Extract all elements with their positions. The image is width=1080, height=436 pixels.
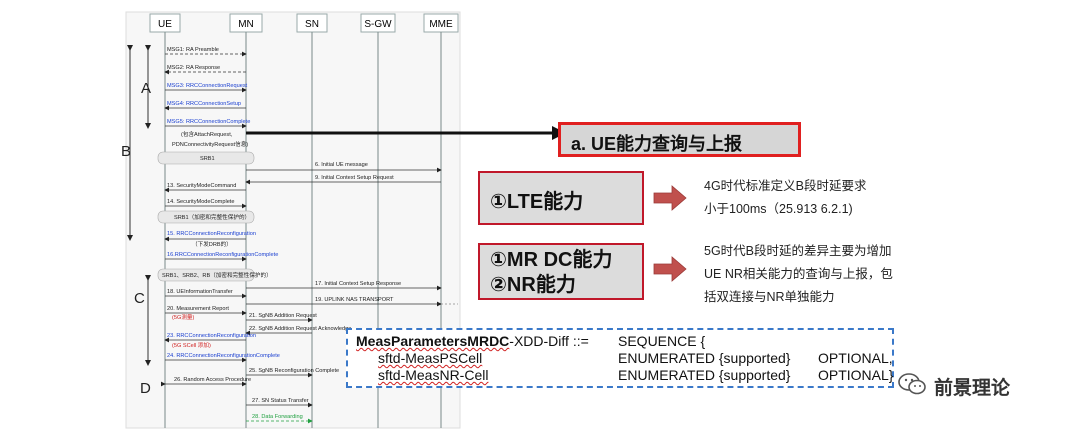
entity-mn: MN [238,19,254,30]
msg5-sub2: PDNConnectivityRequest信息) [172,140,248,148]
code-line-2-type: ENUMERATED {supported} [618,350,791,366]
msg19-label: 19. UPLINK NAS TRANSPORT [315,297,394,303]
msg22-label: 22. SgNB Addition Request Acknowledge [249,326,351,332]
msg25-label: 25. SgNB Reconfiguration Complete [249,368,339,374]
msg15-sub: （下发DRB的） [192,240,232,248]
msg9-label: 9. Initial Context Setup Request [315,175,394,181]
msg5-sub1: (包含AttachRequest, [181,130,233,138]
msg2-label: MSG2: RA Response [167,65,220,71]
entity-mme: MME [429,19,453,30]
lte-note-arrow [653,185,687,211]
entity-sn: SN [305,19,319,30]
msg27-label: 27. SN Status Transfer [252,398,309,404]
msg3-label: MSG3: RRCConnectionRequest [167,83,248,89]
msg23-sub: (5G SCell 添加) [172,341,211,349]
message-labels: MSG1: RA Preamble MSG2: RA Response MSG3… [162,47,401,420]
code-line-1-type: SEQUENCE { [618,333,706,349]
msg28-label: 28. Data Forwarding [252,414,303,420]
callout-ue-capability: a. UE能力查询与上报 [558,122,801,157]
msg17-label: 17. Initial Context Setup Response [315,281,401,287]
code-line-2-name: sftd-MeasPSCell [378,350,482,366]
msg6-label: 6. Initial UE message [315,162,368,168]
msg26-label: 26. Random Access Procedure [174,377,251,383]
code-line-3-type: ENUMERATED {supported} [618,367,791,383]
msg20-sub: (5G测量) [172,313,195,321]
msg18-label: 18. UEInformationTransfer [167,289,233,295]
callout-mrdc-line2: ②NR能力 [490,274,576,296]
msg21-label: 21. SgNB Addition Request [249,313,317,319]
mrdc-note-arrow [653,256,687,282]
msg23-label: 23. RRCConnectionReconfiguration [167,333,256,339]
msg20-label: 20. Measurement Report [167,306,229,312]
watermark-text: 前景理论 [934,378,1011,399]
callout-lte-capability: ①LTE能力 [478,171,644,225]
srb-label: SRB1 [200,156,215,162]
phase-label-a: A [141,80,151,97]
asn1-code-box: MeasParametersMRDC-XDD-Diff ::= SEQUENCE… [346,328,894,388]
srb-all-label: SRB1、SRB2、RB（加密和完整性保护的） [162,271,272,279]
code-line-3-opt: OPTIONAL} [818,367,894,383]
msg24-label: 24. RRCConnectionReconfigurationComplete [167,353,280,359]
code-type-suffix: -XDD-Diff ::= [509,333,589,349]
code-field-meas-pscell: sftd-MeasPSCell [378,350,483,366]
callout-mrdc-line1: ①MR DC能力 [490,249,613,271]
msg13-label: 13. SecurityModeCommand [167,183,236,189]
lte-latency-note: 4G时代标准定义B段时延要求小于100ms（25.913 6.2.1) [704,179,867,216]
srb-bar [157,151,255,165]
msg5-label: MSG5: RRCConnectionComplete [167,119,250,125]
code-field-meas-nr-cell: sftd-MeasNR-Cell [378,367,489,383]
code-line-3-name: sftd-MeasNR-Cell [378,367,488,383]
srb-security-bar [157,210,255,224]
code-line-2-opt: OPTIONAL, [818,350,893,366]
message-arrows [161,51,442,408]
phase-label-d: D [140,380,151,397]
srb-security-label: SRB1（加密和完整性保护的） [174,213,250,221]
msg15-label: 15. RRCConnectionReconfiguration [167,231,256,237]
entity-sgw: S-GW [364,19,392,30]
msg14-label: 14. SecurityModeComplete [167,199,234,205]
phase-label-c: C [134,290,145,307]
code-type-name: MeasParametersMRDC [356,333,510,349]
mrdc-latency-note: 5G时代B段时延的差异主要为增加UE NR相关能力的查询与上报，包括双连接与NR… [704,244,893,304]
entity-ue: UE [158,19,172,30]
callout-mrdc-nr-capability: ①MR DC能力 ②NR能力 [478,243,644,300]
wechat-logo-icon [898,373,926,395]
msg4-label: MSG4: RRCConnectionSetup [167,101,241,107]
msg1-label: MSG1: RA Preamble [167,47,219,53]
code-line-1: MeasParametersMRDC-XDD-Diff ::= [356,333,589,349]
phase-brackets [127,45,151,366]
msg16-label: 16.RRCConnectionReconfigurationComplete [167,252,278,258]
srb-all-bar [157,268,255,282]
phase-label-b: B [121,143,131,160]
